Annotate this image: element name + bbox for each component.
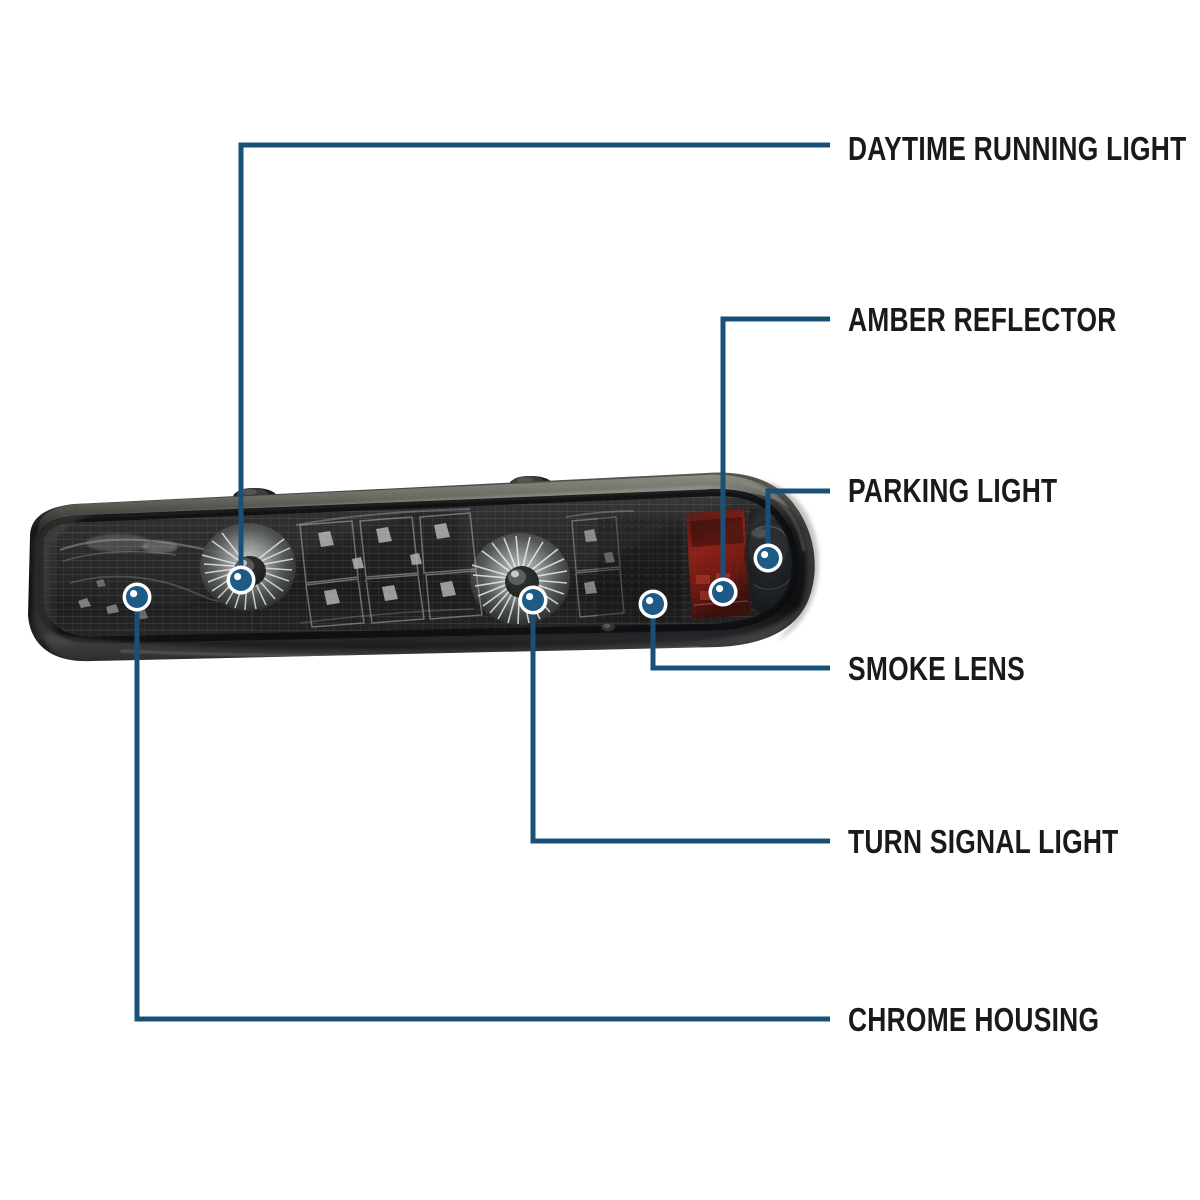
- lens-screw-boss: [601, 622, 615, 632]
- callout-label-smoke-lens: SMOKE LENS: [848, 650, 1025, 687]
- callout-label-turn-signal-light: TURN SIGNAL LIGHT: [848, 823, 1119, 860]
- callout-label-chrome-housing: CHROME HOUSING: [848, 1001, 1100, 1038]
- product-image-bumper-signal-light: [28, 472, 819, 662]
- callout-label-amber-reflector: AMBER REFLECTOR: [848, 301, 1117, 338]
- amber-reflector-section: [686, 509, 750, 619]
- callout-label-parking-light: PARKING LIGHT: [848, 472, 1058, 509]
- callout-label-daytime-running-light: DAYTIME RUNNING LIGHT: [848, 130, 1187, 167]
- left-cap-highlight: [32, 510, 104, 647]
